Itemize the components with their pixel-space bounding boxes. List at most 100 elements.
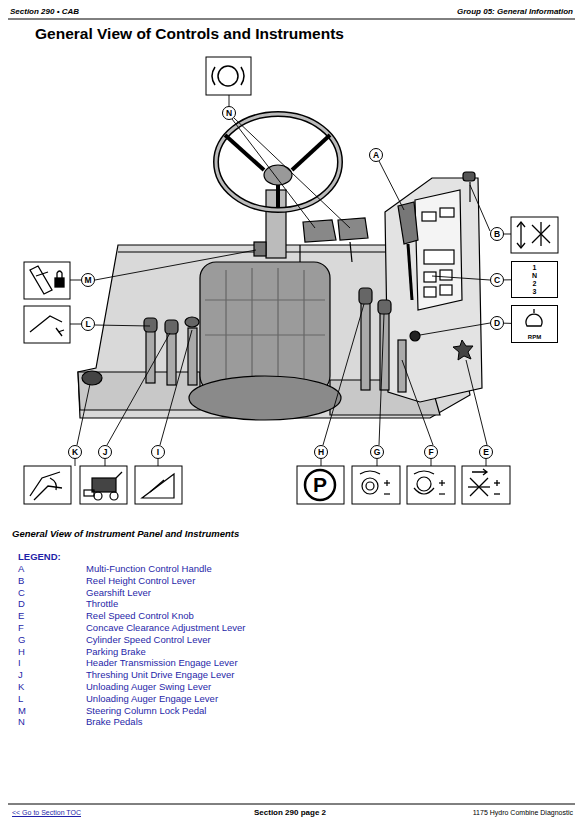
leader-lines-part [70, 324, 81, 325]
symbol-boxes-part [462, 466, 510, 504]
throttle-symbol-box: RPM [511, 305, 558, 343]
right-levers-part [359, 288, 372, 304]
cylinder-speed-symbol-part [366, 482, 374, 490]
legend-letter: C [18, 588, 25, 599]
side-console-part [422, 212, 436, 221]
legend-entry: Concave Clearance Adjustment Lever [86, 623, 245, 634]
symbol-boxes [24, 57, 558, 504]
section-header: Section 290 • CAB [10, 7, 79, 16]
right-levers-part [378, 300, 391, 314]
callout-circle: B [490, 227, 504, 241]
symbol-boxes-part [407, 466, 455, 504]
leader-lines-part [158, 459, 159, 466]
callout-circle: K [68, 445, 82, 459]
side-console-part [385, 178, 482, 402]
callout-letter: D [494, 319, 500, 328]
symbol-text: 1 N 2 3 [531, 264, 538, 296]
concave-symbol-part [441, 480, 442, 486]
symbol-boxes-part [352, 466, 400, 504]
left-levers-part [82, 371, 102, 385]
reel-height-symbol-part [517, 222, 525, 227]
header-symbol [142, 474, 174, 498]
symbol-boxes-part [80, 466, 127, 504]
leader-lines-part [95, 325, 150, 326]
brake-pedals-part [350, 242, 352, 262]
operator-seat-part [303, 270, 304, 385]
leader-lines-part [105, 459, 106, 466]
auger-swing-symbol-part [50, 478, 56, 490]
callout-letter: H [318, 448, 324, 457]
multi-function-handle-part [408, 244, 412, 300]
legend-entry: Steering Column Lock Pedal [86, 706, 206, 717]
brake-symbol-part [218, 66, 238, 86]
operator-seat-part [189, 376, 341, 420]
threshing-symbol-part [94, 492, 102, 500]
reel-speed-symbol-part [496, 480, 497, 486]
callout-circle: A [369, 148, 383, 162]
leader-lines-part [402, 360, 433, 445]
legend-entry: Throttle [86, 599, 118, 610]
manual-title: 1175 Hydro Combine Diagnostic [473, 809, 573, 817]
column-lock-symbol-part [30, 266, 52, 294]
throttle-symbol-part [533, 309, 534, 313]
steering-column-part [225, 135, 264, 170]
callout-letter: M [84, 276, 91, 285]
callout-letter: A [373, 151, 379, 160]
legend-entry: Reel Height Control Lever [86, 576, 195, 587]
symbol-boxes-part [297, 466, 344, 504]
legend-entry: Gearshift Lever [86, 588, 151, 599]
leader-lines-part [486, 459, 487, 466]
leader-lines [70, 95, 511, 466]
legend-letter: H [18, 647, 25, 658]
legend-entry: Reel Speed Control Knob [86, 611, 194, 622]
right-levers-part [398, 340, 406, 392]
callout-circle: G [370, 445, 384, 459]
column-lock-symbol [30, 266, 64, 294]
header-symbol-part [150, 480, 164, 492]
cylinder-speed-symbol-part [360, 471, 380, 474]
page-title: General View of Controls and Instruments [35, 25, 344, 43]
group-header: Group 05: General Information [457, 7, 573, 16]
left-levers-part [165, 320, 178, 334]
legend-letter: I [18, 658, 21, 669]
callout-circle: H [314, 445, 328, 459]
throttle-symbol-part [526, 314, 542, 326]
legend-letter: N [18, 717, 25, 728]
callout-circle: J [98, 445, 112, 459]
side-console-part [424, 287, 436, 297]
concave-symbol-part [439, 493, 445, 494]
leader-lines-part [379, 314, 384, 445]
rules-part [8, 19, 575, 20]
symbol-boxes-part [24, 306, 70, 343]
left-levers-part [167, 330, 176, 385]
reel-speed-symbol [468, 469, 500, 496]
steering-column-part [216, 114, 340, 210]
leader-lines-part [504, 234, 511, 235]
toc-link: << Go to Section TOC [12, 809, 81, 817]
operator-seat-part [277, 268, 278, 388]
left-levers [82, 317, 199, 385]
header-symbol-part [142, 474, 174, 498]
gear-symbol-box: 1 N 2 3 [511, 261, 558, 298]
column-lock-symbol-part [57, 271, 62, 278]
callout-circle: L [81, 317, 95, 331]
leader-lines-part [95, 250, 256, 280]
callout-letter: I [157, 448, 159, 457]
steering-column [216, 114, 340, 258]
callout-letter: J [103, 448, 108, 457]
concave-symbol [414, 471, 445, 494]
reel-speed-symbol-part [494, 493, 500, 494]
steering-column-part [276, 185, 280, 208]
operator-seat-part [225, 270, 226, 385]
legend-entry: Parking Brake [86, 647, 146, 658]
auger-swing-symbol [30, 472, 62, 500]
brake-symbol-part [241, 67, 244, 85]
leader-lines-part [466, 360, 487, 445]
legend-letter: J [18, 670, 23, 681]
multi-function-handle [398, 202, 420, 341]
auger-swing-symbol-part [34, 486, 62, 500]
leader-lines-part [321, 459, 322, 466]
reel-speed-symbol-part [472, 469, 487, 475]
parking-brake-symbol [305, 470, 335, 500]
legend-letter: E [18, 611, 24, 622]
